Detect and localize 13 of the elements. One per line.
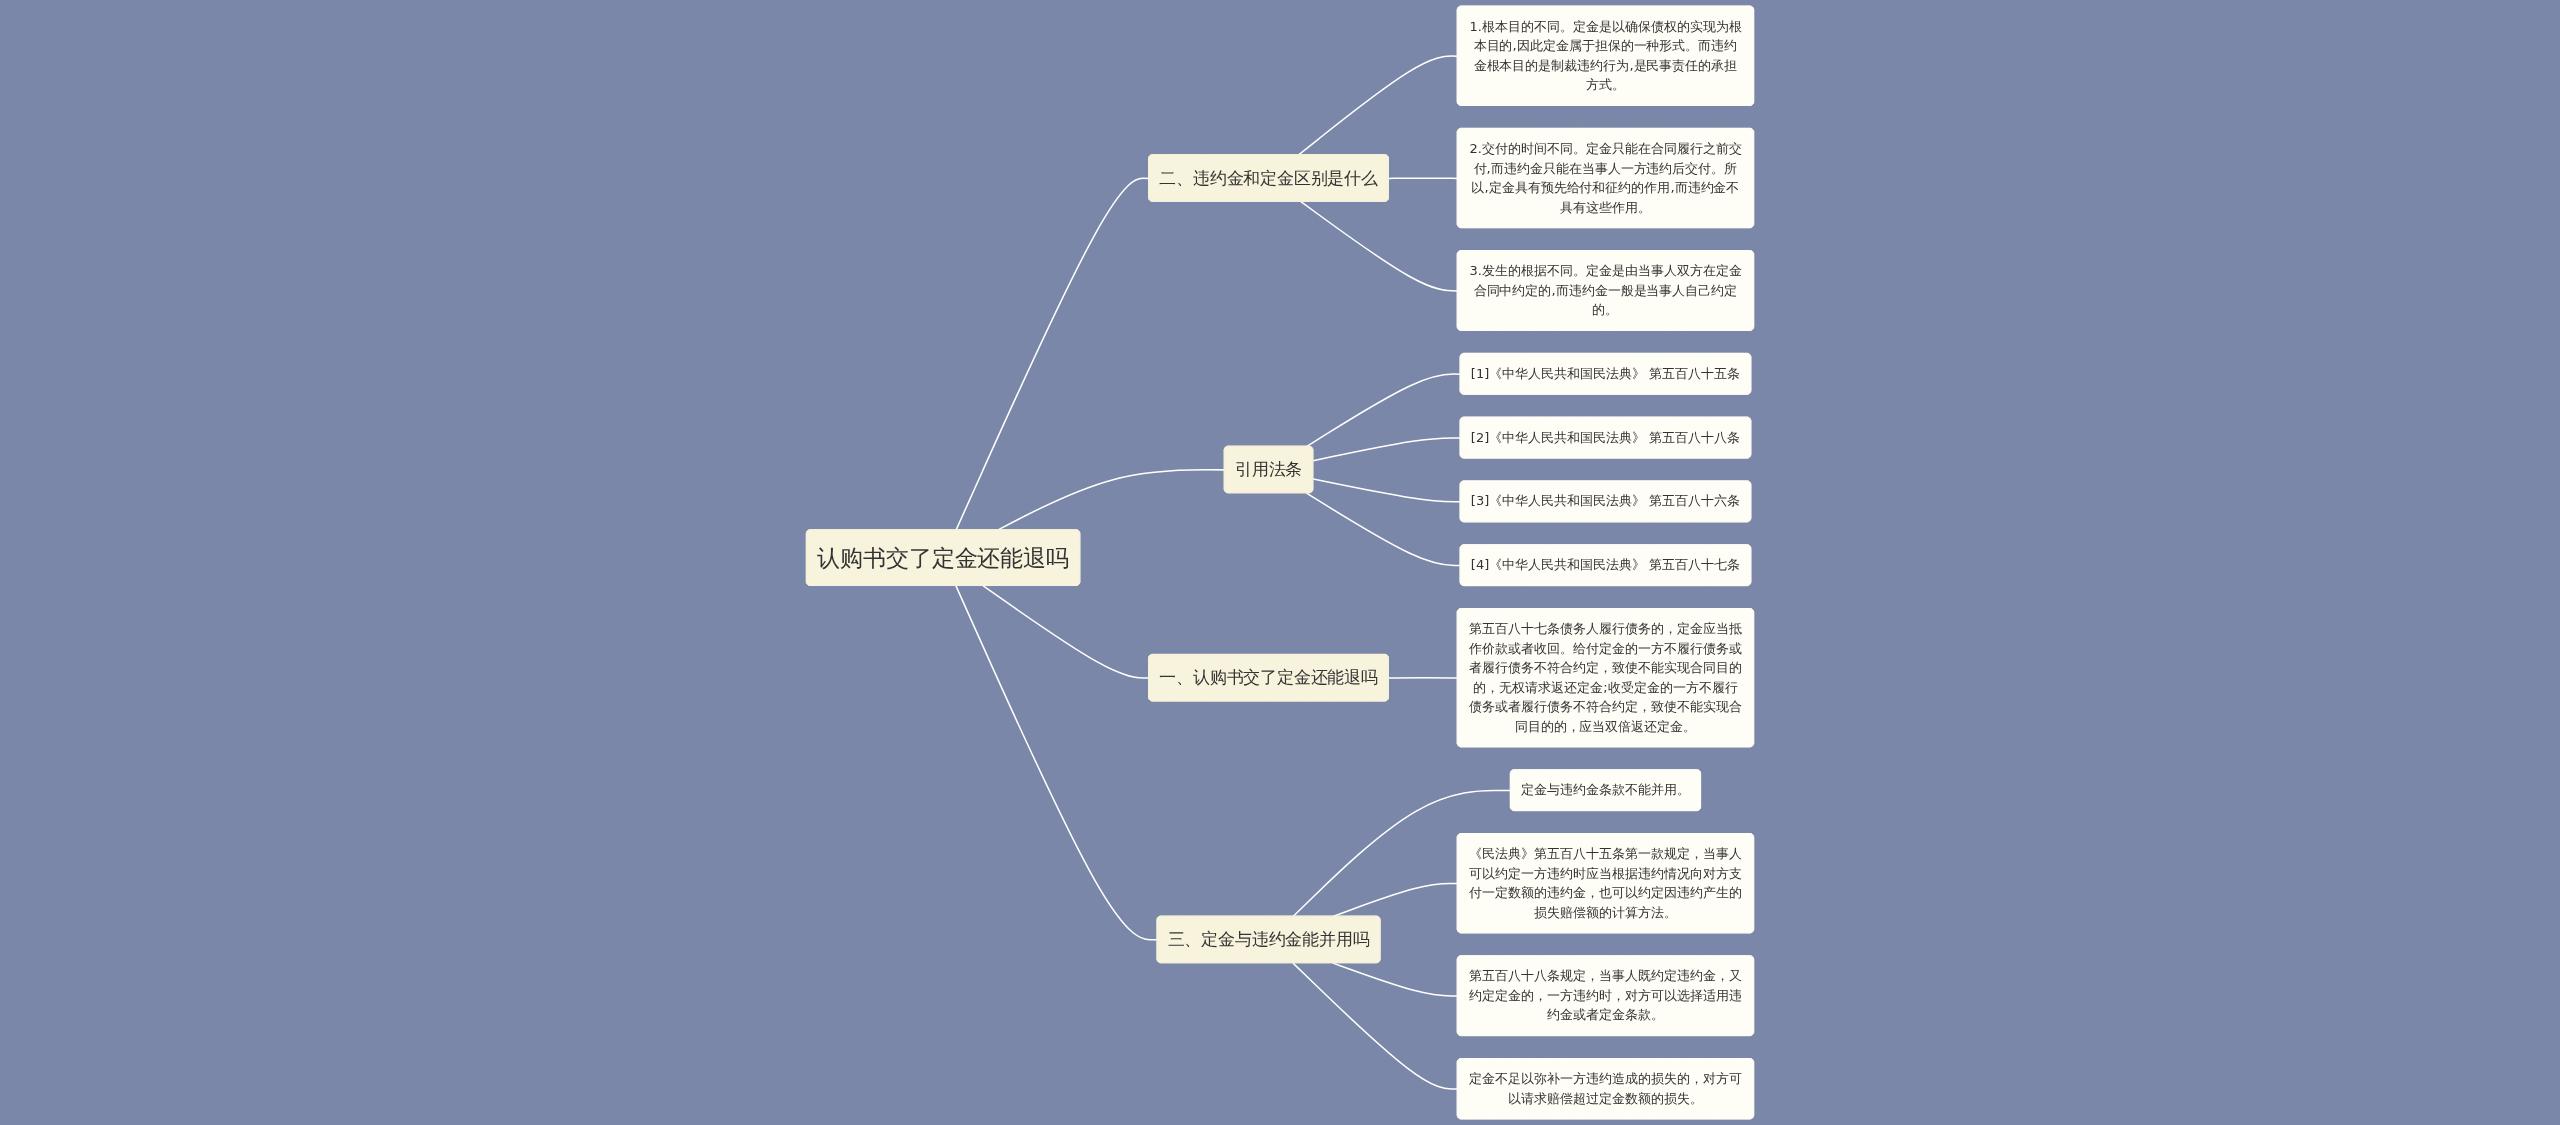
connector [1292,962,1459,1090]
connector [982,585,1150,679]
connector [1312,478,1462,503]
connector [1388,177,1459,180]
connector [955,177,1150,531]
connector [1292,789,1512,918]
connector [1305,373,1462,448]
connector [1300,200,1459,292]
connector [1312,437,1462,462]
connector [1332,962,1459,997]
connector [1388,677,1459,679]
connector [1297,55,1459,156]
connector [1305,492,1462,567]
